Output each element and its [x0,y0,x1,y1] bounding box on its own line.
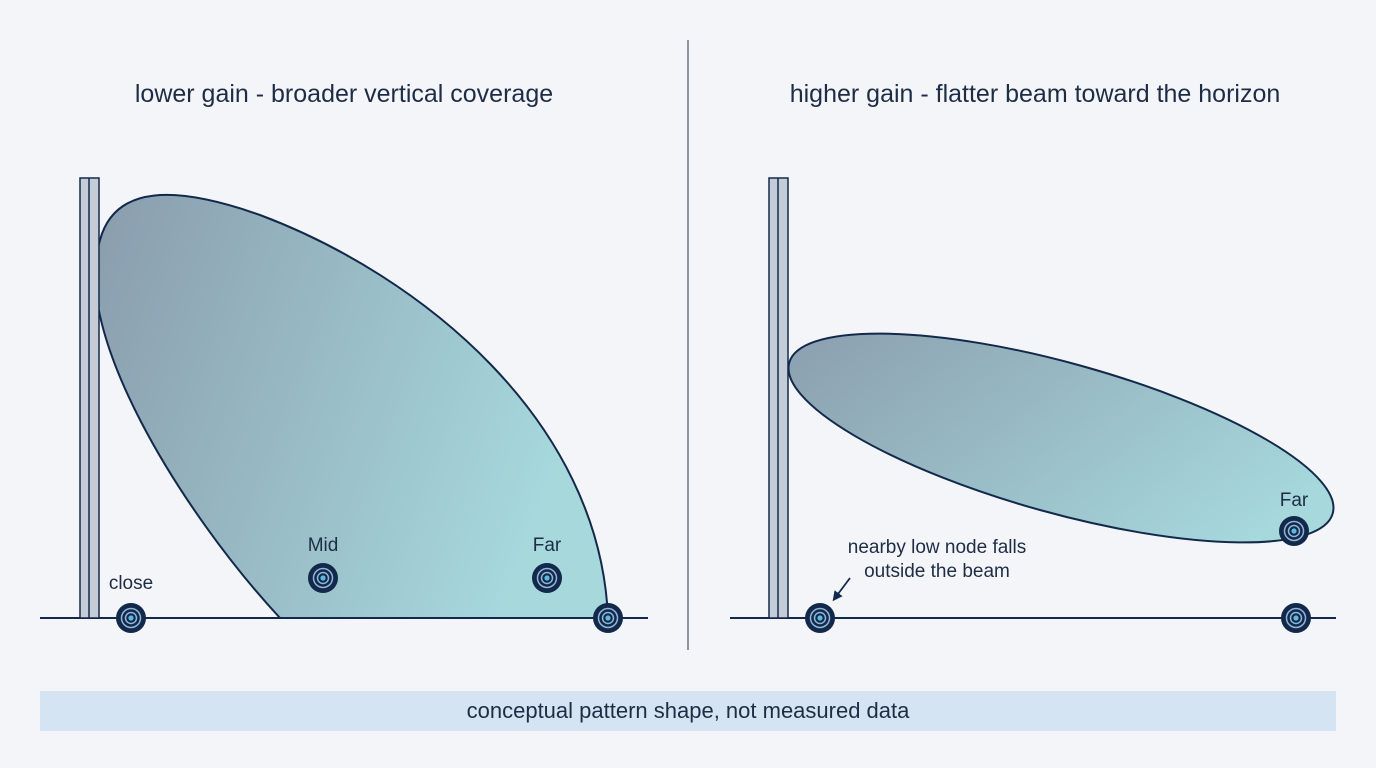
left-mast [79,177,100,619]
right-beam-lobe [787,332,1335,544]
left-beam-lobe [94,194,610,619]
right-mast [768,177,789,619]
left-node-edge-icon [593,603,623,633]
left-node-mid-icon [308,563,338,593]
left-label-mid: Mid [308,535,339,556]
right-node-far-icon [1279,516,1309,546]
right-annotation-line-2: outside the beam [864,561,1010,582]
left-node-close-icon [116,603,146,633]
left-panel-title: lower gain - broader vertical coverage [134,80,554,108]
right-node-ground-far-icon [1281,603,1311,633]
right-node-close-icon [805,603,835,633]
right-annotation-line-1: nearby low node falls [848,537,1027,558]
right-panel: Far nearby low node falls outside the be… [730,177,1336,633]
left-panel: close Mid Far [40,177,648,633]
panel-divider [687,40,689,650]
left-label-close: close [109,573,153,594]
left-label-far: Far [533,535,562,556]
annotation-arrow [832,577,851,602]
right-panel-title: higher gain - flatter beam toward the ho… [789,80,1281,108]
footer-note: conceptual pattern shape, not measured d… [40,691,1336,731]
right-label-far: Far [1280,490,1309,511]
left-node-far-icon [532,563,562,593]
